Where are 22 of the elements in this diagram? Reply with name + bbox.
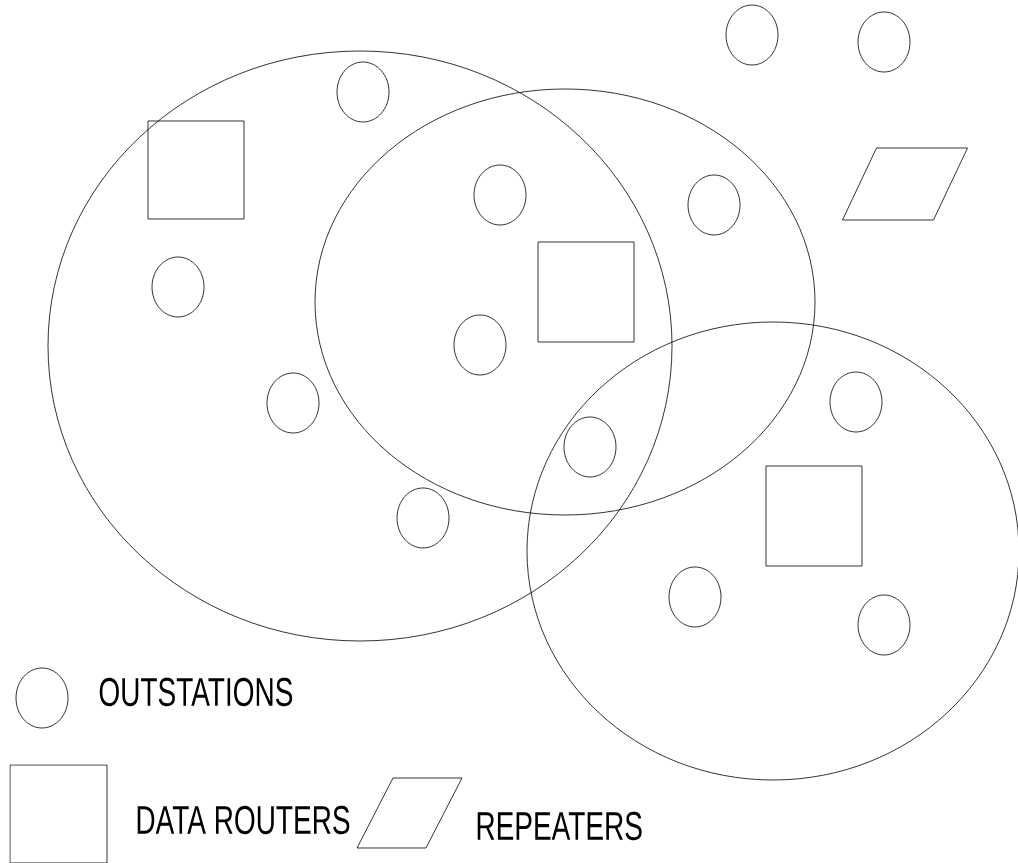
router-square [765, 465, 863, 567]
router-square [147, 120, 245, 220]
outstation-circle [563, 416, 617, 478]
legend-label: DATA ROUTERS [137, 805, 350, 835]
outstation-circle [151, 256, 205, 318]
outstation-circle [396, 487, 450, 549]
coverage-ellipse [314, 88, 816, 516]
outstation-circle [829, 371, 883, 433]
legend-label: REPEATERS [477, 811, 642, 841]
outstation-circle [266, 372, 320, 434]
outstation-circle [473, 164, 527, 226]
outstation-circle [687, 174, 741, 236]
outstation-circle [453, 314, 507, 376]
outstation-circle [857, 11, 911, 73]
repeater-symbol [842, 147, 968, 221]
outstation-circle [725, 4, 779, 66]
outstation-circle [668, 566, 722, 628]
outstation-circle [336, 61, 390, 123]
coverage-circle [47, 50, 673, 642]
outstation-circle [857, 594, 911, 656]
legend-label: OUTSTATIONS [99, 677, 293, 707]
router-square [537, 241, 635, 343]
